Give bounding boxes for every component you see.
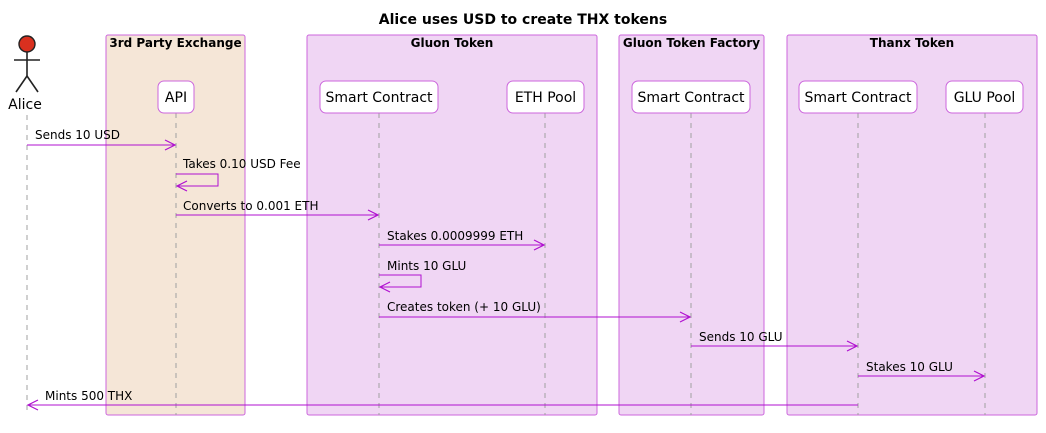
participant-boxes: 3rd Party Exchange Gluon Token Gluon Tok… bbox=[105, 34, 1038, 416]
message-2: Takes 0.10 USD Fee bbox=[175, 157, 301, 192]
message-label: Mints 10 GLU bbox=[387, 259, 466, 273]
participants: API Smart Contract ETH Pool Smart Contra… bbox=[157, 80, 1024, 114]
message-label: Converts to 0.001 ETH bbox=[183, 199, 318, 213]
actor-alice: Alice bbox=[8, 35, 42, 113]
participant-label-factory-sc: Smart Contract bbox=[637, 90, 745, 106]
stick-figure-icon bbox=[14, 35, 40, 93]
box-title-factory: Gluon Token Factory bbox=[623, 36, 760, 50]
participant-label-glu-pool: GLU Pool bbox=[954, 90, 1016, 106]
participant-factory-sc: Smart Contract bbox=[631, 80, 751, 114]
box-thanx: Thanx Token bbox=[786, 34, 1038, 416]
message-9: Mints 500 THX bbox=[26, 389, 858, 411]
message-5: Mints 10 GLU bbox=[378, 259, 466, 293]
message-4: Stakes 0.0009999 ETH bbox=[379, 229, 546, 251]
message-label: Stakes 10 GLU bbox=[866, 360, 953, 374]
participant-api: API bbox=[157, 80, 195, 114]
message-label: Sends 10 USD bbox=[35, 128, 120, 142]
participant-label-api: API bbox=[165, 90, 187, 106]
participant-label-eth-pool: ETH Pool bbox=[515, 90, 576, 106]
message-label: Sends 10 GLU bbox=[699, 330, 783, 344]
participant-eth-pool: ETH Pool bbox=[506, 80, 585, 114]
message-1: Sends 10 USD bbox=[27, 128, 177, 151]
participant-glu-pool: GLU Pool bbox=[945, 80, 1024, 114]
message-3: Converts to 0.001 ETH bbox=[176, 199, 380, 221]
message-6: Creates token (+ 10 GLU) bbox=[379, 300, 692, 323]
box-gluon: Gluon Token bbox=[306, 34, 598, 416]
message-label: Mints 500 THX bbox=[45, 389, 132, 403]
box-title-gluon: Gluon Token bbox=[411, 36, 494, 50]
participant-label-gluon-sc: Smart Contract bbox=[325, 90, 433, 106]
box-title-exchange: 3rd Party Exchange bbox=[109, 36, 241, 50]
box-title-thanx: Thanx Token bbox=[870, 36, 954, 50]
message-8: Stakes 10 GLU bbox=[858, 360, 986, 382]
message-label: Creates token (+ 10 GLU) bbox=[387, 300, 541, 314]
actor-label: Alice bbox=[8, 97, 42, 113]
lifelines bbox=[26, 113, 986, 415]
participant-thanx-sc: Smart Contract bbox=[798, 80, 918, 114]
message-7: Sends 10 GLU bbox=[691, 330, 859, 352]
participant-label-thanx-sc: Smart Contract bbox=[804, 90, 912, 106]
diagram-title: Alice uses USD to create THX tokens bbox=[379, 12, 667, 28]
participant-gluon-sc: Smart Contract bbox=[319, 80, 439, 114]
message-label: Takes 0.10 USD Fee bbox=[182, 157, 301, 171]
message-label: Stakes 0.0009999 ETH bbox=[387, 229, 523, 243]
messages: Sends 10 USD Takes 0.10 USD Fee Converts… bbox=[26, 128, 986, 411]
